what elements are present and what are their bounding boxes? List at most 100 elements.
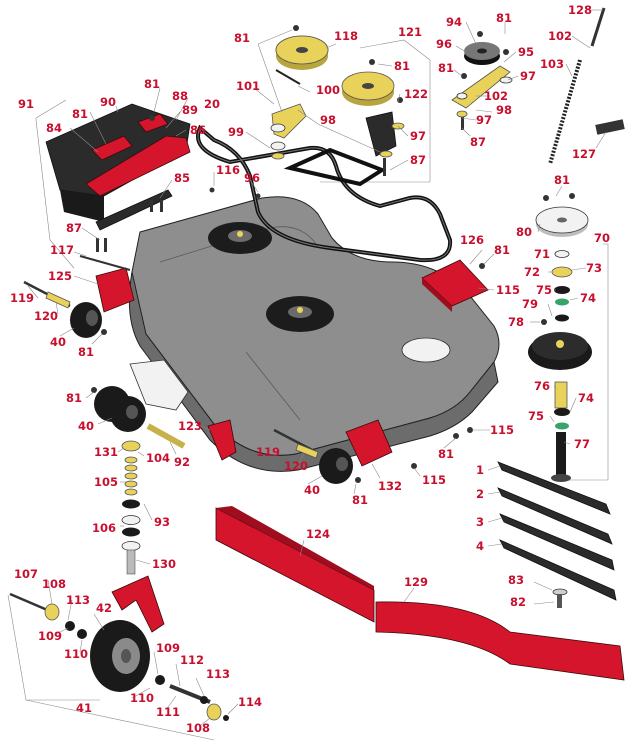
deck-discharge-opening (401, 337, 451, 363)
callout-1: 1 (476, 463, 484, 477)
callout-81: 81 (234, 31, 250, 45)
mower-deck (128, 196, 500, 472)
cap-104 (121, 440, 141, 452)
bracket-126 (421, 259, 489, 307)
bolt-107 (9, 592, 53, 614)
rod-128 (590, 7, 606, 47)
callout-81: 81 (494, 243, 510, 257)
callout-105: 105 (94, 475, 118, 489)
callout-2: 2 (476, 487, 484, 501)
callout-122: 122 (404, 87, 428, 101)
callout-75: 75 (536, 283, 552, 297)
callout-74: 74 (578, 391, 594, 405)
nut-72 (551, 266, 573, 278)
baffle-124 (215, 507, 375, 623)
spring-100 (275, 69, 301, 85)
callout-81: 81 (438, 61, 454, 75)
callout-120: 120 (34, 309, 58, 323)
callout-132: 132 (378, 479, 402, 493)
callout-116: 116 (216, 163, 240, 177)
bushing-108a (44, 603, 60, 621)
callout-88: 88 (172, 89, 188, 103)
cover-bracket-89 (85, 135, 191, 197)
spacer-76 (554, 381, 568, 409)
callout-labels: 128 102 103 127 94 81 96 95 81 97 102 98… (10, 3, 610, 735)
callout-121: 121 (398, 25, 422, 39)
spring-103 (548, 59, 582, 165)
belt-cover-assembly (45, 103, 191, 252)
blade-1 (497, 461, 611, 515)
callout-111: 111 (156, 705, 180, 719)
bearing-75 (554, 286, 570, 294)
callout-40: 40 (304, 483, 320, 497)
ring-79 (555, 314, 569, 322)
callout-112: 112 (180, 653, 204, 667)
callout-75: 75 (528, 409, 544, 423)
callout-115: 115 (496, 283, 520, 297)
anti-scalp-wheel-left (23, 255, 135, 338)
callout-83: 83 (508, 573, 524, 587)
callout-81: 81 (72, 107, 88, 121)
callout-114: 114 (238, 695, 262, 709)
fasteners (91, 25, 575, 483)
callout-76: 76 (534, 379, 550, 393)
callout-91: 91 (18, 97, 34, 111)
callout-110: 110 (130, 691, 154, 705)
callout-117: 117 (50, 243, 74, 257)
callout-86: 86 (190, 123, 206, 137)
callout-118: 118 (334, 29, 358, 43)
deck-baffles (215, 506, 625, 681)
callout-100: 100 (316, 83, 340, 97)
callout-80: 80 (516, 225, 532, 239)
caster-roller-pair (94, 359, 237, 461)
callout-92: 92 (174, 455, 190, 469)
callout-81: 81 (496, 11, 512, 25)
idler-arm-101 (271, 103, 307, 139)
callout-81: 81 (78, 345, 94, 359)
callout-40: 40 (78, 419, 94, 433)
caster-spindle-stack (121, 440, 141, 575)
callout-101: 101 (236, 79, 260, 93)
callout-128: 128 (568, 3, 592, 17)
callout-81: 81 (144, 77, 160, 91)
callout-89: 89 (182, 103, 198, 117)
fork-130 (111, 575, 165, 633)
callout-109: 109 (38, 629, 62, 643)
callout-129: 129 (404, 575, 428, 589)
callout-98: 98 (320, 113, 336, 127)
callout-84: 84 (46, 121, 62, 135)
callout-110: 110 (64, 647, 88, 661)
callout-71: 71 (534, 247, 550, 261)
callout-104: 104 (146, 451, 170, 465)
callout-108: 108 (42, 577, 66, 591)
idler-pulley-assembly (270, 35, 405, 176)
front-caster (9, 575, 229, 721)
callout-109: 109 (156, 641, 180, 655)
wheel-40c (319, 448, 353, 484)
callout-102: 102 (484, 89, 508, 103)
blade-4 (499, 539, 617, 601)
callout-113: 113 (206, 667, 230, 681)
shaft-92 (146, 423, 186, 449)
callout-106: 106 (92, 521, 116, 535)
callout-81: 81 (352, 493, 368, 507)
deck-skirt (128, 271, 499, 472)
callout-115: 115 (490, 423, 514, 437)
callout-97: 97 (520, 69, 536, 83)
bracket-white (129, 359, 189, 411)
callout-113: 113 (66, 593, 90, 607)
callout-87: 87 (410, 153, 426, 167)
bracket-126-group (421, 259, 489, 312)
callout-79: 79 (522, 297, 538, 311)
callout-87: 87 (66, 221, 82, 235)
callout-95: 95 (518, 45, 534, 59)
callout-119: 119 (10, 291, 34, 305)
callout-127: 127 (572, 147, 596, 161)
callout-90: 90 (100, 95, 116, 109)
pad-127 (595, 119, 625, 135)
callout-102: 102 (548, 29, 572, 43)
top-right-idler (451, 42, 513, 130)
callout-81: 81 (438, 447, 454, 461)
bracket-122 (365, 111, 397, 157)
leader-lines (27, 9, 607, 727)
